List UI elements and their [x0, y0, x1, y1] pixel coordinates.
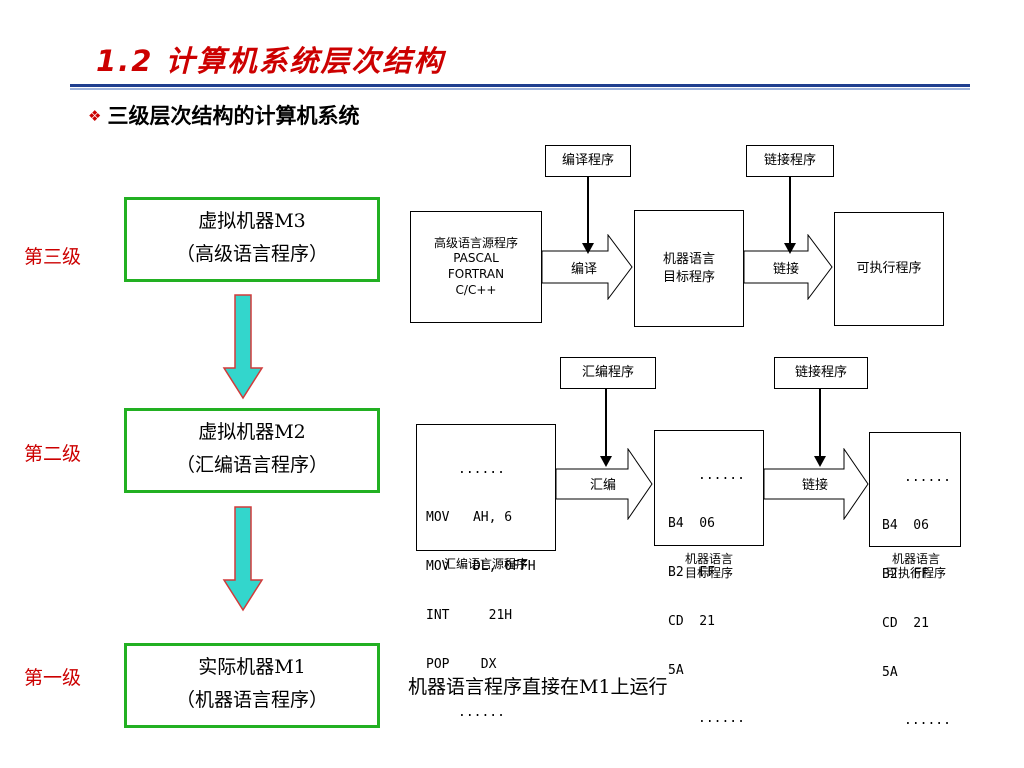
compiler-connector — [587, 177, 589, 244]
title-rule — [70, 84, 970, 87]
machine-name: 虚拟机器M3 — [198, 210, 306, 232]
object-code-caption: 机器语言 目标程序 — [654, 552, 764, 581]
object-program-box: 机器语言 目标程序 — [634, 210, 744, 327]
machine-name: 实际机器M1 — [198, 656, 306, 678]
code-line: ...... — [698, 711, 745, 727]
compiler-box: 编译程序 — [545, 145, 631, 177]
caption-line: 机器语言 — [684, 552, 733, 566]
code-line: B2 FF — [882, 567, 929, 582]
level-label-2: 第二级 — [24, 443, 82, 465]
hll-source-box: 高级语言源程序 PASCAL FORTRAN C/C++ — [410, 211, 542, 323]
object-line: 机器语言 — [662, 251, 715, 267]
code-line: CD 21 — [882, 615, 929, 631]
code-line: B4 06 — [668, 516, 715, 532]
assembler-box: 汇编程序 — [560, 357, 656, 389]
code-line: B2 FF — [668, 565, 715, 580]
link-arrow-2-icon — [764, 448, 869, 520]
source-line: C/C++ — [455, 282, 497, 297]
object-code-box: ...... B4 06 B2 FF CD 21 5A ...... — [654, 430, 764, 726]
down-arrow-icon — [222, 506, 264, 612]
section-heading-text: 三级层次结构的计算机系统 — [107, 104, 360, 128]
linker-2-connector — [819, 389, 821, 457]
code-line: ...... — [904, 469, 951, 485]
bullet-icon: ❖ — [88, 107, 102, 125]
down-arrow-icon — [222, 294, 264, 400]
code-line: ...... — [904, 713, 951, 729]
caption-line: 可执行程序 — [885, 566, 946, 581]
source-line: PASCAL — [453, 251, 499, 266]
m1-note: 机器语言程序直接在M1上运行 — [408, 676, 668, 698]
section-heading: ❖ 三级层次结构的计算机系统 — [88, 100, 359, 130]
caption-line: 机器语言 — [891, 552, 940, 566]
source-line: 高级语言源程序 — [433, 235, 518, 250]
link-arrow-icon — [744, 234, 833, 300]
code-line: B4 06 — [882, 518, 929, 534]
executable-code-box: ...... B4 06 B2 FF CD 21 5A ...... — [869, 432, 961, 728]
code-line: MOV AH, 6 — [426, 510, 513, 526]
code-line: ...... — [458, 461, 505, 477]
level-label-1: 第一级 — [24, 667, 82, 689]
level-label-3: 第三级 — [24, 246, 82, 268]
linker-2-box: 链接程序 — [774, 357, 868, 389]
code-line: INT 21H — [426, 607, 513, 623]
title-rule-accent — [70, 88, 970, 90]
linker-box: 链接程序 — [746, 145, 834, 177]
code-line: CD 21 — [668, 613, 715, 629]
machine-program: （机器语言程序） — [175, 689, 328, 712]
down-arrowhead-icon — [784, 243, 796, 254]
code-line: POP DX — [426, 656, 497, 672]
compile-arrow-icon — [542, 234, 633, 300]
source-line: FORTRAN — [447, 267, 505, 281]
machine-program: （高级语言程序） — [175, 243, 328, 266]
link-arrow-label: 链接 — [773, 262, 800, 277]
assembler-connector — [605, 389, 607, 457]
machine-box-m1: 实际机器M1 （机器语言程序） — [124, 643, 380, 728]
compile-arrow-label: 编译 — [571, 262, 598, 277]
code-line: 5A — [882, 664, 898, 680]
down-arrowhead-icon — [600, 456, 612, 467]
machine-box-m2: 虚拟机器M2 （汇编语言程序） — [124, 408, 380, 493]
down-arrowhead-icon — [814, 456, 826, 467]
code-line: MOV DL, 0FFH — [426, 559, 536, 574]
code-line: ...... — [698, 467, 745, 483]
executable-code-caption: 机器语言 可执行程序 — [864, 552, 968, 581]
asm-source-caption: 汇编语言源程序 — [443, 557, 528, 571]
link-arrow-2-label: 链接 — [802, 478, 829, 493]
machine-program: （汇编语言程序） — [175, 454, 328, 477]
down-arrowhead-icon — [582, 243, 594, 254]
page-title: 1.2 计算机系统层次结构 — [96, 44, 445, 78]
caption-line: 目标程序 — [684, 566, 733, 581]
linker-connector — [789, 177, 791, 244]
object-line: 目标程序 — [662, 269, 715, 285]
code-line: 5A — [668, 662, 684, 678]
executable-box: 可执行程序 — [834, 212, 944, 326]
code-line: ...... — [458, 705, 505, 721]
machine-name: 虚拟机器M2 — [198, 421, 306, 443]
executable-label: 可执行程序 — [856, 261, 922, 277]
machine-box-m3: 虚拟机器M3 （高级语言程序） — [124, 197, 380, 282]
assemble-arrow-label: 汇编 — [590, 478, 617, 493]
asm-source-box: ...... MOV AH, 6 MOV DL, 0FFH INT 21H PO… — [416, 424, 556, 720]
assemble-arrow-icon — [556, 448, 653, 520]
